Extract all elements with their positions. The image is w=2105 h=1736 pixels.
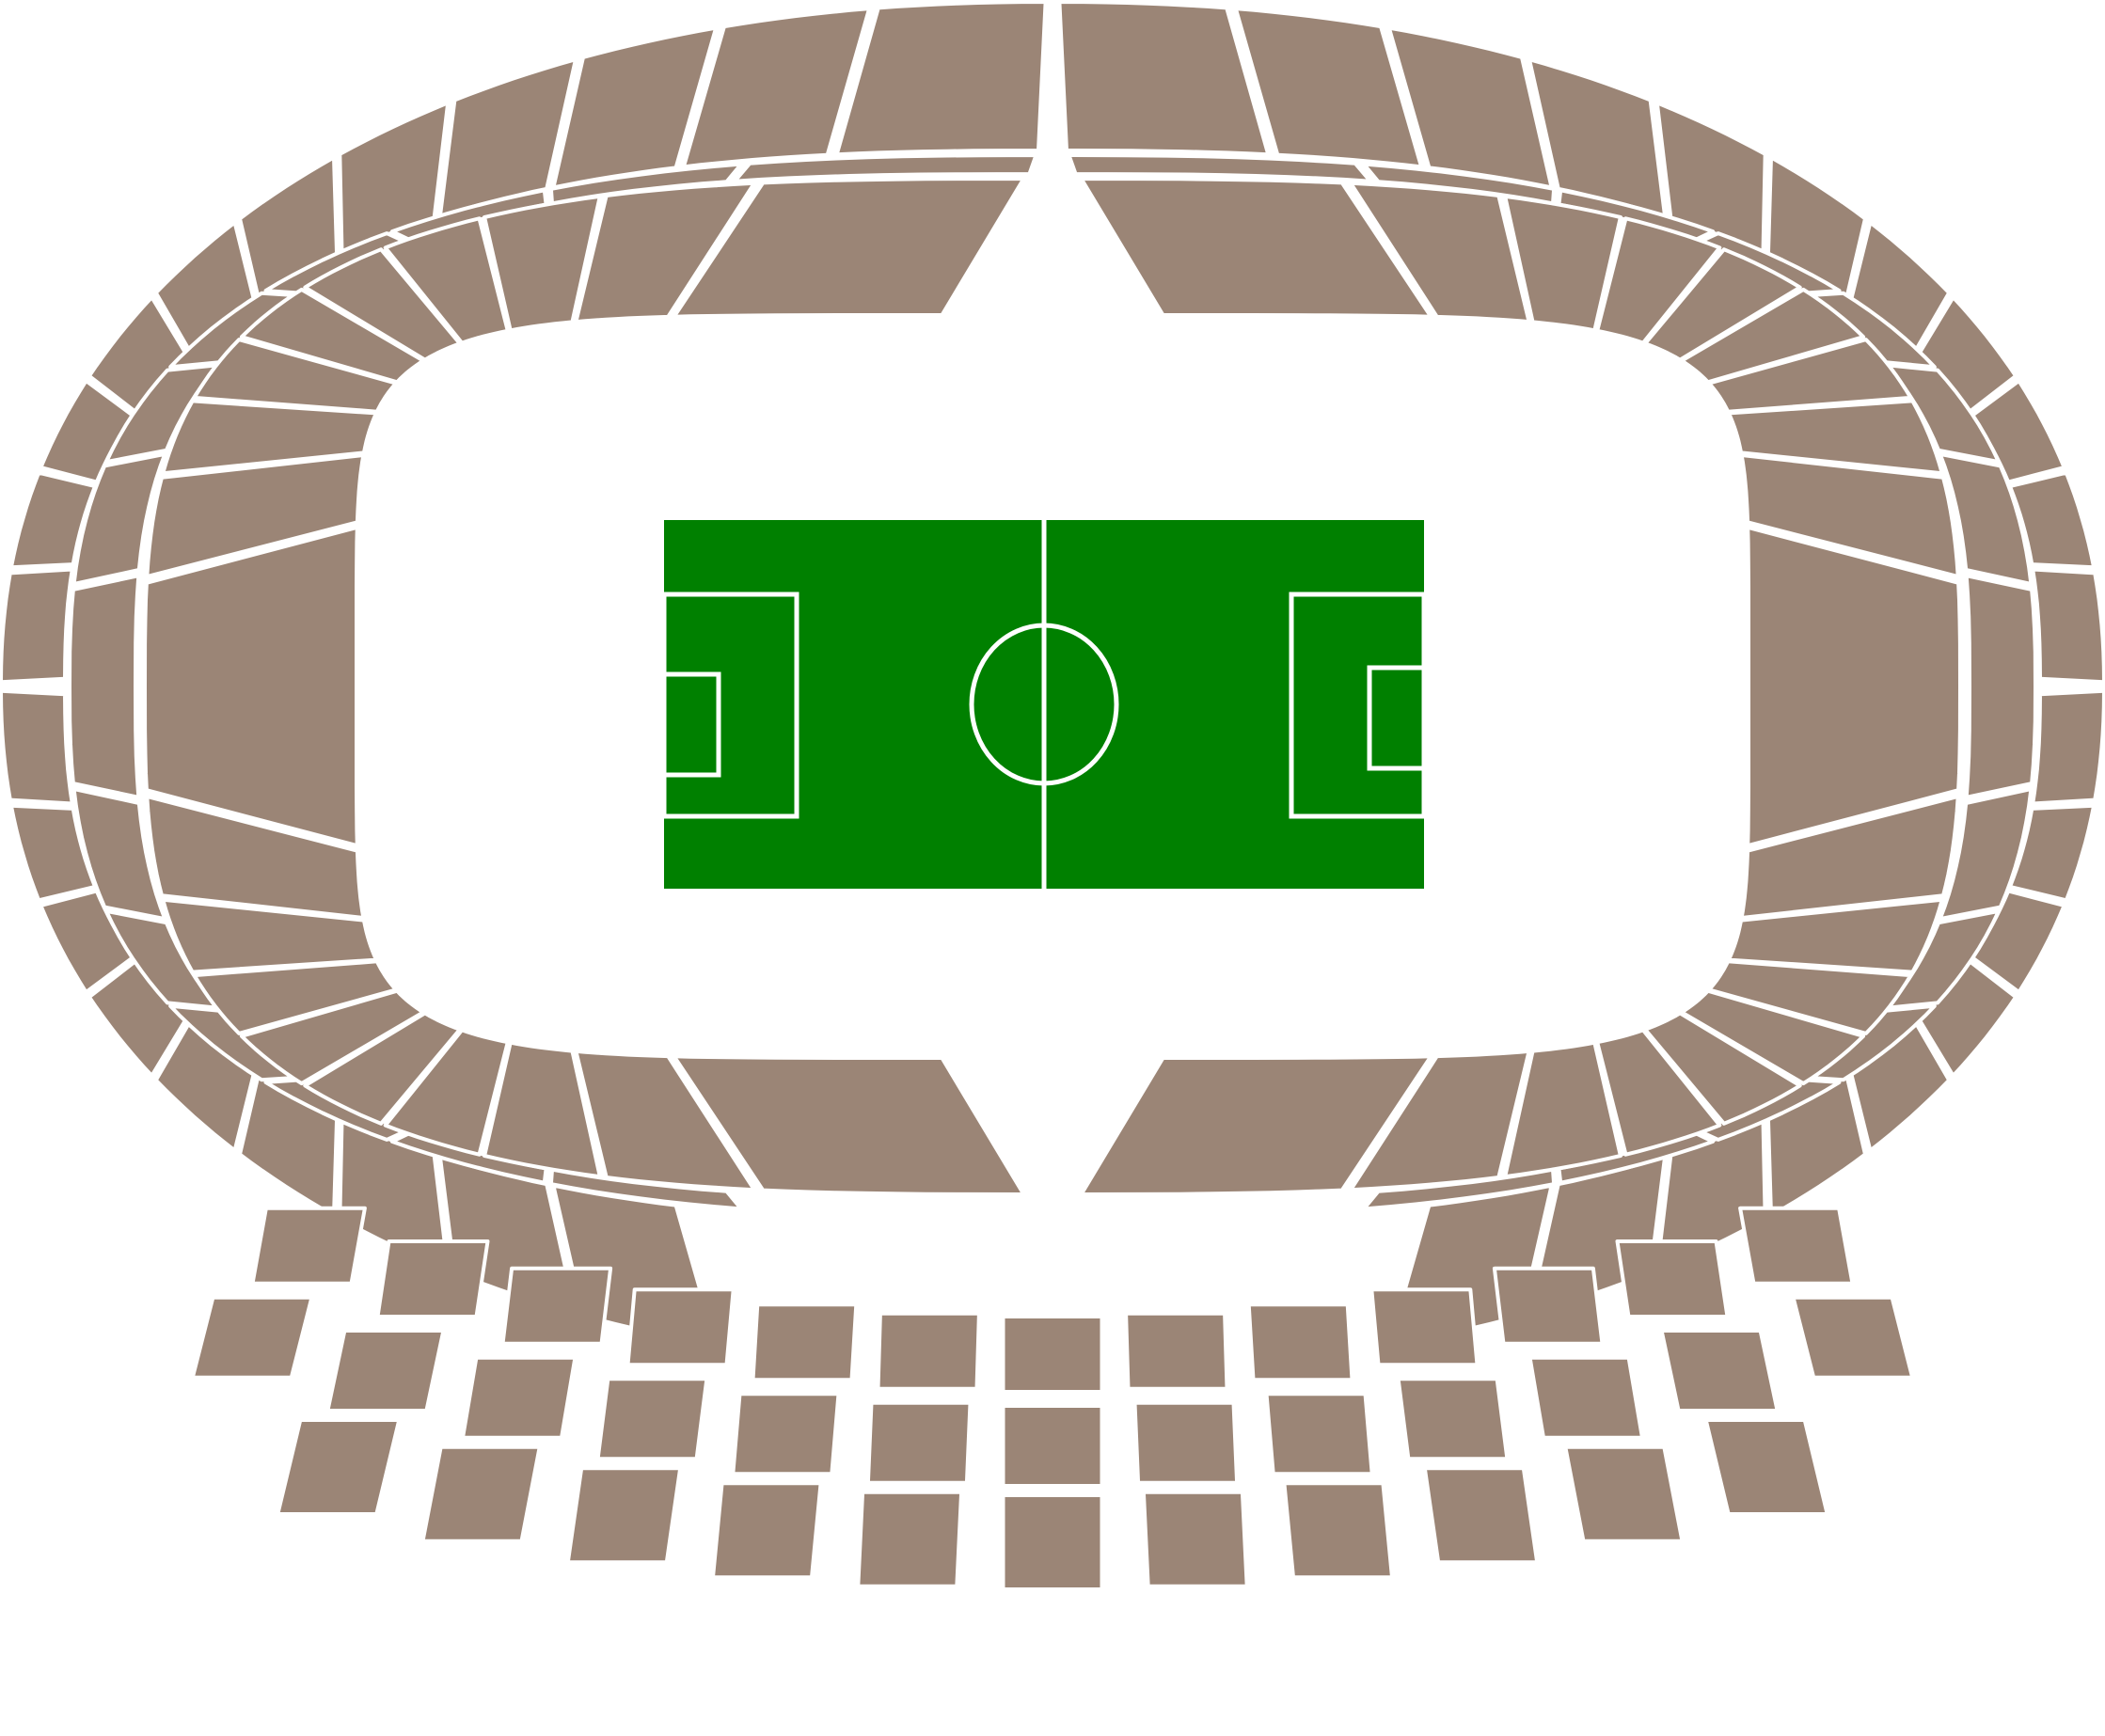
south-stand-block-r1-c5[interactable] [751, 1302, 859, 1382]
middle-section-28[interactable] [733, 153, 1038, 183]
middle-section-9[interactable] [1938, 787, 2034, 922]
center-circle [969, 623, 1119, 786]
lower-section-38[interactable] [672, 177, 1026, 319]
lower-bowl [143, 177, 1962, 1196]
south-stand-block-r3-c4[interactable] [565, 1466, 683, 1565]
lower-section-27[interactable] [161, 897, 378, 974]
lower-section-30[interactable] [145, 453, 366, 578]
lower-section-36[interactable] [483, 194, 602, 333]
south-stand-block-r1-c7[interactable] [1001, 1315, 1104, 1394]
south-stand [190, 1206, 1915, 1591]
south-stand-block-r2-c4[interactable] [595, 1377, 709, 1461]
middle-ring [68, 153, 2037, 1211]
lower-section-2[interactable] [1349, 181, 1531, 324]
lower-section-8[interactable] [1727, 399, 1944, 476]
south-stand-block-r2-c11[interactable] [1527, 1355, 1644, 1440]
lower-section-20[interactable] [672, 1054, 1026, 1196]
south-stand-block-r3-c9[interactable] [1282, 1481, 1394, 1580]
lower-section-37[interactable] [574, 181, 756, 324]
lower-section-15[interactable] [1643, 1011, 1802, 1126]
goal-area-right [1367, 665, 1427, 771]
south-stand-block-r1-c10[interactable] [1369, 1287, 1480, 1367]
south-stand-block-r1-c8[interactable] [1124, 1311, 1229, 1391]
lower-section-1[interactable] [1079, 177, 1433, 319]
south-stand-block-r2-c6[interactable] [865, 1400, 973, 1485]
south-stand-block-r3-c2[interactable] [276, 1418, 402, 1516]
middle-section-22[interactable] [71, 451, 167, 586]
lower-section-16[interactable] [1595, 1028, 1722, 1157]
south-stand-block-r2-c12[interactable] [1659, 1329, 1780, 1412]
lower-section-3[interactable] [1503, 194, 1622, 333]
south-stand-block-r3-c12[interactable] [1703, 1418, 1829, 1516]
south-stand-block-r2-c5[interactable] [731, 1392, 841, 1476]
middle-section-8[interactable] [1964, 574, 2037, 799]
south-stand-block-r1-c13[interactable] [1738, 1206, 1855, 1286]
outer-section-11[interactable] [2031, 567, 2105, 685]
lower-section-19[interactable] [1079, 1054, 1433, 1196]
middle-section-7[interactable] [1938, 451, 2034, 586]
south-stand-block-r2-c10[interactable] [1396, 1377, 1510, 1461]
south-stand-block-r1-c9[interactable] [1246, 1302, 1354, 1382]
lower-section-11[interactable] [1739, 795, 1960, 920]
middle-section-21[interactable] [68, 574, 141, 799]
lower-section-4[interactable] [1595, 216, 1722, 345]
south-stand-block-r3-c11[interactable] [1563, 1444, 1685, 1543]
outer-section-29[interactable] [0, 688, 74, 806]
south-stand-block-r1-c12[interactable] [1615, 1239, 1730, 1318]
south-stand-block-r2-c2[interactable] [325, 1329, 446, 1412]
south-stand-block-r3-c5[interactable] [711, 1481, 823, 1580]
south-stand-block-r3-c3[interactable] [420, 1444, 542, 1543]
lower-section-34[interactable] [303, 247, 462, 362]
south-stand-block-r2-c8[interactable] [1132, 1400, 1240, 1485]
lower-section-10[interactable] [1746, 525, 1962, 848]
outer-section-30[interactable] [0, 567, 74, 685]
middle-section-20[interactable] [71, 787, 167, 922]
lower-section-22[interactable] [483, 1040, 602, 1179]
outer-section-2[interactable] [1233, 7, 1424, 169]
south-stand-block-r1-c3[interactable] [500, 1266, 613, 1346]
south-stand-block-r2-c1[interactable] [190, 1295, 314, 1380]
lower-section-21[interactable] [574, 1049, 756, 1192]
outer-section-12[interactable] [2031, 688, 2105, 806]
south-stand-block-r1-c6[interactable] [876, 1311, 981, 1391]
lower-section-17[interactable] [1503, 1040, 1622, 1179]
south-stand-block-r1-c4[interactable] [625, 1287, 736, 1367]
lower-section-35[interactable] [383, 216, 510, 345]
lower-section-23[interactable] [383, 1028, 510, 1157]
south-stand-block-r1-c11[interactable] [1492, 1266, 1605, 1346]
south-stand-block-r3-c6[interactable] [856, 1490, 964, 1588]
goal-area-left [661, 671, 721, 778]
south-stand-block-r3-c10[interactable] [1422, 1466, 1540, 1565]
middle-section-1[interactable] [1067, 153, 1372, 183]
lower-section-18[interactable] [1349, 1049, 1531, 1192]
lower-section-9[interactable] [1739, 453, 1960, 578]
lower-section-29[interactable] [143, 525, 359, 848]
outer-section-40[interactable] [834, 0, 1048, 157]
south-stand-block-r2-c13[interactable] [1791, 1295, 1915, 1380]
south-stand-block-r1-c1[interactable] [250, 1206, 367, 1286]
south-stand-block-r3-c8[interactable] [1141, 1490, 1249, 1588]
south-stand-block-r2-c3[interactable] [461, 1355, 578, 1440]
south-stand-block-r1-c2[interactable] [375, 1239, 490, 1318]
outer-section-1[interactable] [1057, 0, 1271, 157]
pitch-area [564, 456, 1543, 922]
lower-section-28[interactable] [145, 795, 366, 920]
outer-section-39[interactable] [681, 7, 872, 169]
south-stand-block-r2-c9[interactable] [1264, 1392, 1374, 1476]
south-stand-block-r3-c7[interactable] [1001, 1493, 1104, 1591]
south-stand-block-r2-c7[interactable] [1001, 1404, 1104, 1488]
